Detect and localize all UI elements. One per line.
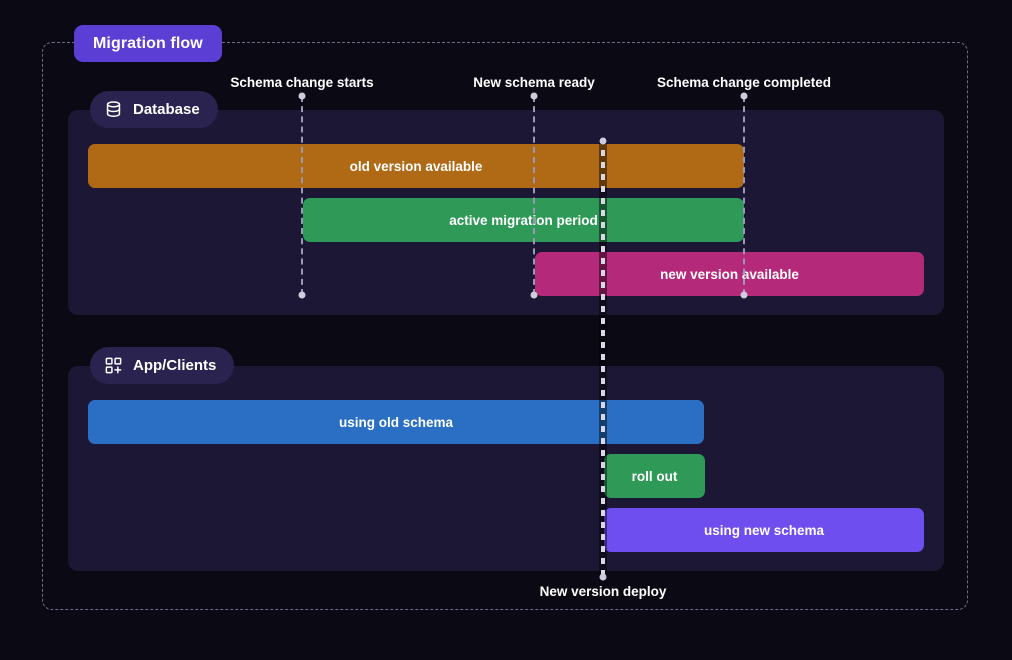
migration-flow-title-label: Migration flow [93, 34, 203, 52]
bar-label-old-version-available: old version available [349, 158, 483, 174]
milestone-dot-bottom-schema-change-starts [298, 291, 306, 299]
bar-label-new-version-available: new version available [660, 266, 799, 282]
bar-new-version-available[interactable]: new version available [535, 252, 924, 296]
milestone-dot-top-schema-change-completed [740, 92, 748, 100]
bar-active-migration-period[interactable]: active migration period [303, 198, 744, 242]
clients-lane-pill[interactable]: App/Clients [90, 347, 235, 384]
bar-label-active-migration-period: active migration period [449, 212, 598, 228]
bar-roll-out[interactable]: roll out [604, 454, 705, 498]
milestone-label-new-schema-ready: New schema ready [473, 75, 595, 90]
bar-label-using-new-schema: using new schema [703, 522, 825, 538]
migration-flow-title: Migration flow [74, 25, 222, 62]
database-lane-pill[interactable]: Database [90, 91, 218, 128]
milestone-label-new-version-deploy: New version deploy [539, 584, 667, 599]
bar-using-new-schema[interactable]: using new schema [604, 508, 924, 552]
milestone-line-schema-change-completed [743, 96, 745, 295]
milestone-label-schema-change-completed: Schema change completed [656, 75, 832, 90]
deploy-milestone-dot-top [599, 137, 607, 145]
milestone-dot-top-schema-change-starts [298, 92, 306, 100]
milestone-label-schema-change-starts: Schema change starts [230, 75, 374, 90]
milestone-line-schema-change-starts [301, 96, 303, 295]
bar-old-version-available[interactable]: old version available [88, 144, 744, 188]
clients-lane-label: App/Clients [133, 357, 217, 374]
database-lane-label: Database [133, 101, 200, 118]
app-clients-icon [104, 356, 123, 375]
milestone-line-new-schema-ready [533, 96, 535, 295]
bar-label-roll-out: roll out [631, 468, 678, 484]
bar-label-using-old-schema: using old schema [338, 414, 454, 430]
database-icon [104, 100, 123, 119]
deploy-milestone-line [601, 138, 605, 576]
diagram-frame [42, 42, 968, 610]
deploy-milestone-dot-bottom [599, 573, 607, 581]
milestone-dot-bottom-schema-change-completed [740, 291, 748, 299]
milestone-dot-bottom-new-schema-ready [530, 291, 538, 299]
milestone-dot-top-new-schema-ready [530, 92, 538, 100]
bar-using-old-schema[interactable]: using old schema [88, 400, 704, 444]
